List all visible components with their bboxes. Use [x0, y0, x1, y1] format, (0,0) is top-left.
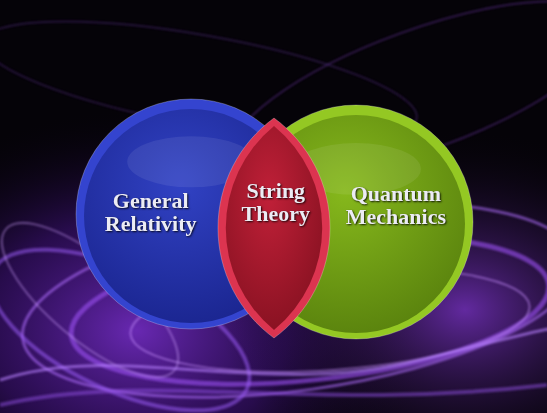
region-label: General Relativity — [104, 189, 197, 235]
region-label: Quantum Mechanics — [345, 182, 447, 228]
venn-intersection: String Theory — [216, 116, 332, 340]
venn-intersection-shape — [216, 116, 332, 340]
region-label: String Theory — [241, 179, 311, 225]
